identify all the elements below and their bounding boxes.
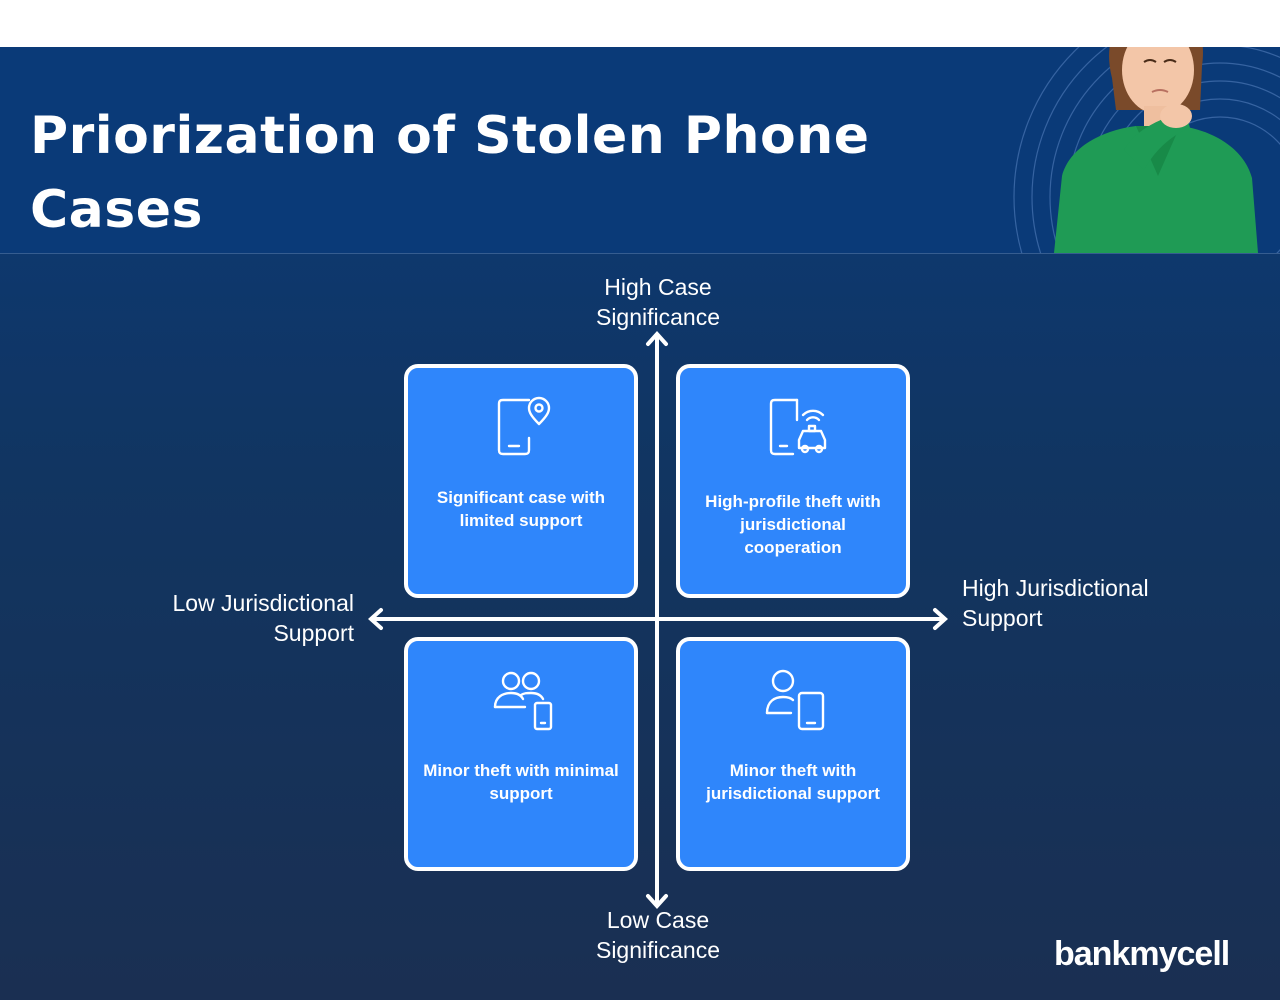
person-phone-icon xyxy=(765,669,825,731)
quadrant-top-right: High-profile theft with jurisdictional c… xyxy=(676,364,910,598)
arrow-down-icon xyxy=(646,894,668,909)
axis-label-bottom: Low Case Significance xyxy=(595,907,721,963)
axis-label-top: High Case Significance xyxy=(595,274,721,330)
quadrant-bottom-left: Minor theft with minimal support xyxy=(404,637,638,871)
quadrant-label: High-profile theft with jurisdictional c… xyxy=(705,492,881,557)
axis-label-right: High Jurisdictional Support xyxy=(962,575,1149,631)
people-phone-icon xyxy=(493,671,553,731)
brand-logo: bankmycell xyxy=(1054,935,1230,973)
quadrant-label: Minor theft with jurisdictional support xyxy=(706,761,880,803)
quadrant-label: Significant case with limited support xyxy=(436,488,606,530)
arrow-left-icon xyxy=(368,608,383,630)
axis-label-left: Low Jurisdictional Support xyxy=(172,590,354,646)
phone-location-icon xyxy=(497,396,551,456)
quadrant-label: Minor theft with minimal support xyxy=(423,761,619,803)
arrow-up-icon xyxy=(646,331,668,346)
quadrant-bottom-right: Minor theft with jurisdictional support xyxy=(676,637,910,871)
page-title: Priorization of Stolen Phone Cases xyxy=(30,106,870,240)
quadrant-axes xyxy=(368,331,948,909)
phone-police-car-icon xyxy=(769,398,827,456)
arrow-right-icon xyxy=(933,608,948,630)
quadrant-top-left: Significant case with limited support xyxy=(404,364,638,598)
header-band: Priorization of Stolen Phone Cases xyxy=(0,47,1280,254)
thinking-woman-illustration xyxy=(1054,47,1258,253)
diagram-canvas: Priorization of Stolen Phone Cases xyxy=(0,47,1280,1000)
